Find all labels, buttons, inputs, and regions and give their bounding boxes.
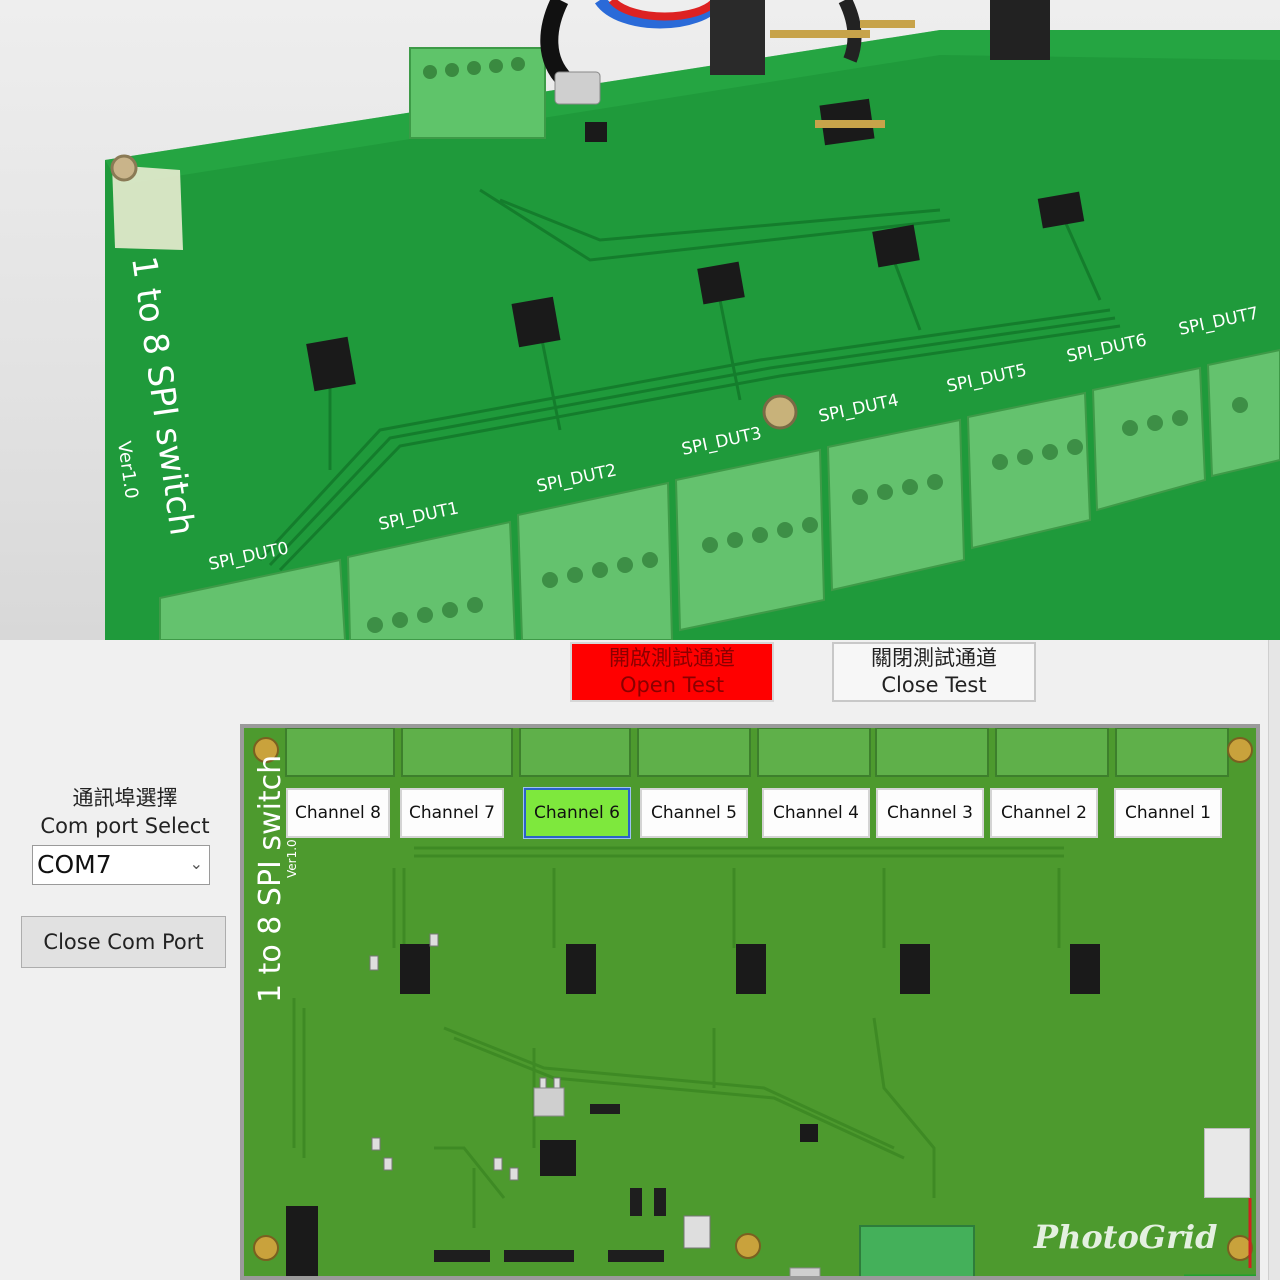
blank-panel bbox=[1204, 1128, 1250, 1198]
channel-7-button[interactable]: Channel 7 bbox=[400, 788, 504, 838]
close-com-port-button[interactable]: Close Com Port bbox=[21, 916, 226, 968]
channel-5-button[interactable]: Channel 5 bbox=[640, 788, 748, 838]
close-test-label-zh: 關閉測試通道 bbox=[871, 646, 997, 670]
open-test-button[interactable]: 開啟測試通道 Open Test bbox=[570, 642, 774, 702]
window-edge bbox=[1268, 640, 1280, 1280]
com-port-label-zh: 通訊埠選擇 bbox=[72, 786, 178, 810]
pcb-photo: 1 to 8 SPI switch Ver1.0 SPI_DUT0 SPI_DU… bbox=[0, 0, 1280, 640]
open-test-label-zh: 開啟測試通道 bbox=[609, 646, 735, 670]
com-port-label-en: Com port Select bbox=[40, 814, 210, 838]
open-test-label-en: Open Test bbox=[619, 673, 725, 697]
channel-3-button[interactable]: Channel 3 bbox=[876, 788, 984, 838]
close-test-button[interactable]: 關閉測試通道 Close Test bbox=[832, 642, 1036, 702]
close-test-label-en: Close Test bbox=[881, 673, 987, 697]
channel-6-button[interactable]: Channel 6 bbox=[523, 787, 631, 839]
channel-4-button[interactable]: Channel 4 bbox=[762, 788, 870, 838]
com-port-select[interactable]: COM7 ⌄ bbox=[32, 845, 210, 885]
pcb-render: Channel 8 Channel 7 Channel 6 Channel 5 … bbox=[240, 724, 1260, 1280]
com-port-label: 通訊埠選擇 Com port Select bbox=[30, 784, 220, 840]
photogrid-watermark: PhotoGrid bbox=[1034, 1218, 1218, 1256]
spi-switch-app: 開啟測試通道 Open Test 關閉測試通道 Close Test 通訊埠選擇… bbox=[0, 640, 1280, 1280]
board-title: 1 to 8 SPI switch Ver1.0 bbox=[253, 755, 299, 1003]
board-title-text: 1 to 8 SPI switch bbox=[253, 755, 288, 1003]
com-port-value: COM7 bbox=[37, 850, 112, 879]
chevron-down-icon: ⌄ bbox=[189, 854, 203, 873]
channel-8-button[interactable]: Channel 8 bbox=[286, 788, 390, 838]
channel-1-button[interactable]: Channel 1 bbox=[1114, 788, 1222, 838]
channel-2-button[interactable]: Channel 2 bbox=[990, 788, 1098, 838]
board-version-text: Ver1.0 bbox=[285, 839, 299, 878]
